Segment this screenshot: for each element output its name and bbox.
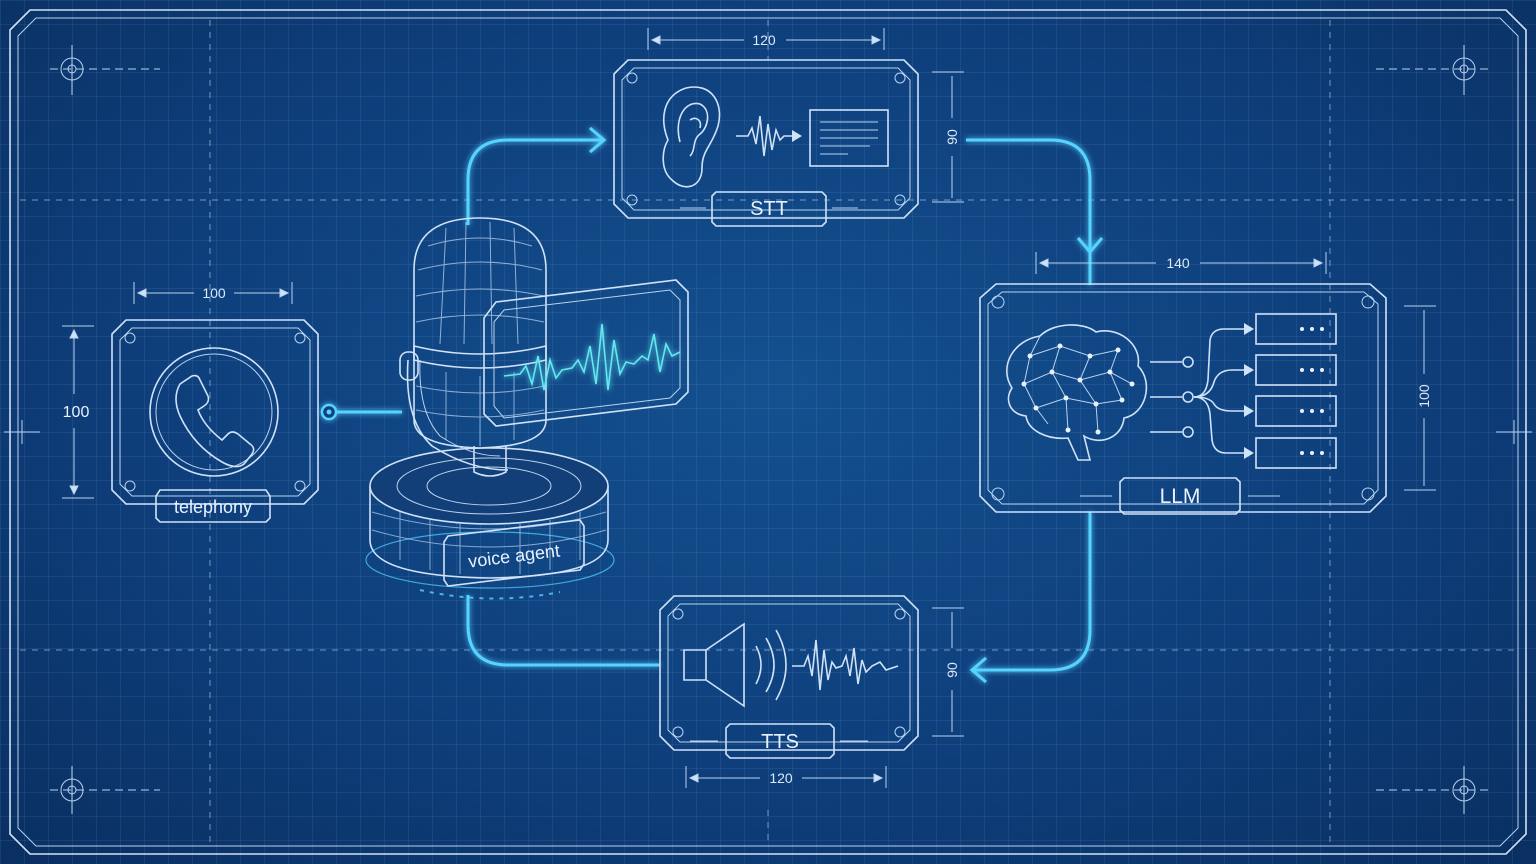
llm-routing	[1150, 328, 1246, 454]
document-icon	[809, 109, 889, 167]
telephony-width-dimension	[133, 282, 293, 304]
agent-waveform	[503, 323, 681, 391]
registration-mark	[1376, 45, 1488, 95]
tts-waveform	[792, 639, 899, 691]
tts-height-label: 90	[944, 662, 960, 678]
llm-height-label: 100	[1416, 384, 1432, 408]
blueprint-frame	[4, 9, 1532, 855]
stt-height-label: 90	[944, 129, 960, 145]
flow-stt-to-llm	[966, 138, 1092, 285]
registration-mark	[50, 766, 160, 814]
stt-waveform	[736, 115, 796, 157]
agent-base	[365, 447, 615, 589]
stt-width-dimension	[647, 28, 885, 50]
flow-connectors	[320, 126, 1104, 684]
stt-node: STT 120 90	[613, 28, 964, 227]
stt-label: STT	[750, 198, 788, 220]
telephony-node: telephony 100 100	[62, 282, 319, 523]
ear-icon	[662, 86, 721, 188]
agent-display	[483, 279, 689, 427]
llm-node: LLM 140 100	[979, 252, 1436, 515]
registration-mark	[1376, 766, 1488, 814]
llm-width-label: 140	[1166, 255, 1190, 271]
telephony-height-dimension	[62, 325, 94, 499]
flow-llm-to-tts	[972, 512, 1092, 672]
tts-label: TTS	[761, 731, 799, 753]
brain-icon	[1006, 324, 1148, 461]
llm-label: LLM	[1160, 485, 1201, 508]
flow-agent-to-stt	[466, 138, 604, 225]
llm-width-dimension	[1035, 252, 1327, 274]
tts-width-label: 120	[769, 770, 793, 786]
agent-label: voice agent	[467, 540, 561, 571]
speaker-icon	[683, 622, 787, 708]
tts-node: TTS 120 90	[659, 595, 964, 788]
microphone-icon	[399, 217, 547, 449]
phone-icon	[175, 374, 255, 468]
llm-height-dimension	[1404, 305, 1436, 491]
voice-agent: voice agent	[365, 217, 689, 600]
telephony-height-label: 100	[63, 404, 90, 421]
stt-height-dimension	[932, 71, 964, 203]
registration-mark	[50, 45, 160, 95]
telephony-label: telephony	[174, 497, 252, 517]
stt-width-label: 120	[752, 32, 776, 48]
tts-width-dimension	[685, 766, 887, 788]
flow-tts-to-agent	[466, 595, 660, 667]
telephony-width-label: 100	[202, 285, 226, 301]
tts-height-dimension	[932, 607, 964, 737]
server-icon	[1255, 313, 1337, 469]
